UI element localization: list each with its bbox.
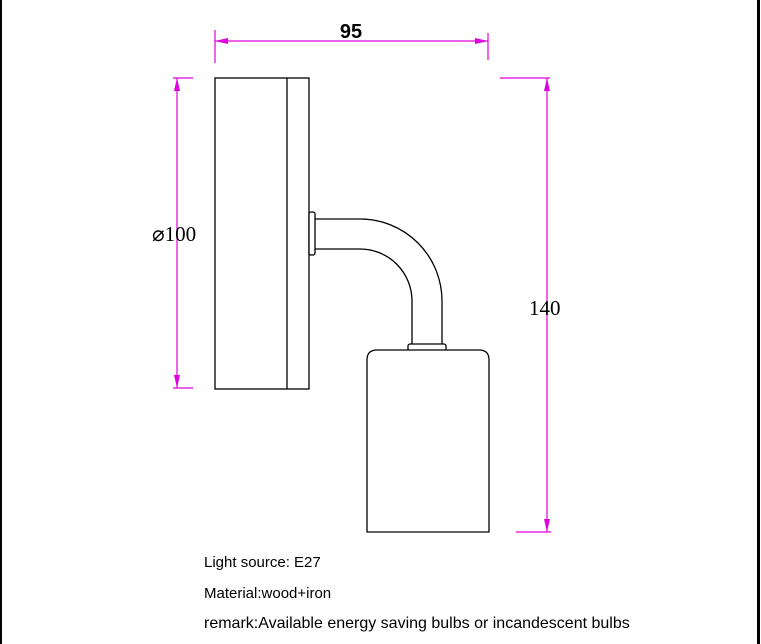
- right-border: [757, 0, 760, 644]
- spec-material: Material:wood+iron: [204, 585, 332, 602]
- mount-flange: [308, 211, 316, 256]
- diameter-arrow-bottom: [174, 375, 180, 388]
- height-arrow-top: [544, 78, 550, 91]
- arm-outer-edge: [315, 218, 443, 345]
- wall-plate-body: [214, 77, 310, 390]
- bent-arm: [315, 218, 443, 345]
- width-dimension: 95: [214, 21, 489, 63]
- width-label: 95: [340, 21, 362, 43]
- height-dimension: 140: [500, 77, 561, 533]
- spec-remark: remark:Available energy saving bulbs or …: [204, 615, 630, 632]
- height-arrow-bottom: [544, 519, 550, 532]
- diameter-label: ⌀100: [152, 222, 196, 246]
- lamp-holder: [366, 349, 490, 533]
- diameter-arrow-top: [174, 78, 180, 91]
- width-arrow-left: [215, 38, 228, 44]
- diameter-dimension: ⌀100: [152, 77, 196, 389]
- width-arrow-right: [475, 38, 488, 44]
- spec-light-source: Light source: E27: [204, 554, 321, 571]
- left-border: [0, 0, 2, 644]
- wall-plate: [214, 77, 310, 390]
- arm-inner-edge: [315, 248, 413, 345]
- height-label: 140: [529, 296, 561, 320]
